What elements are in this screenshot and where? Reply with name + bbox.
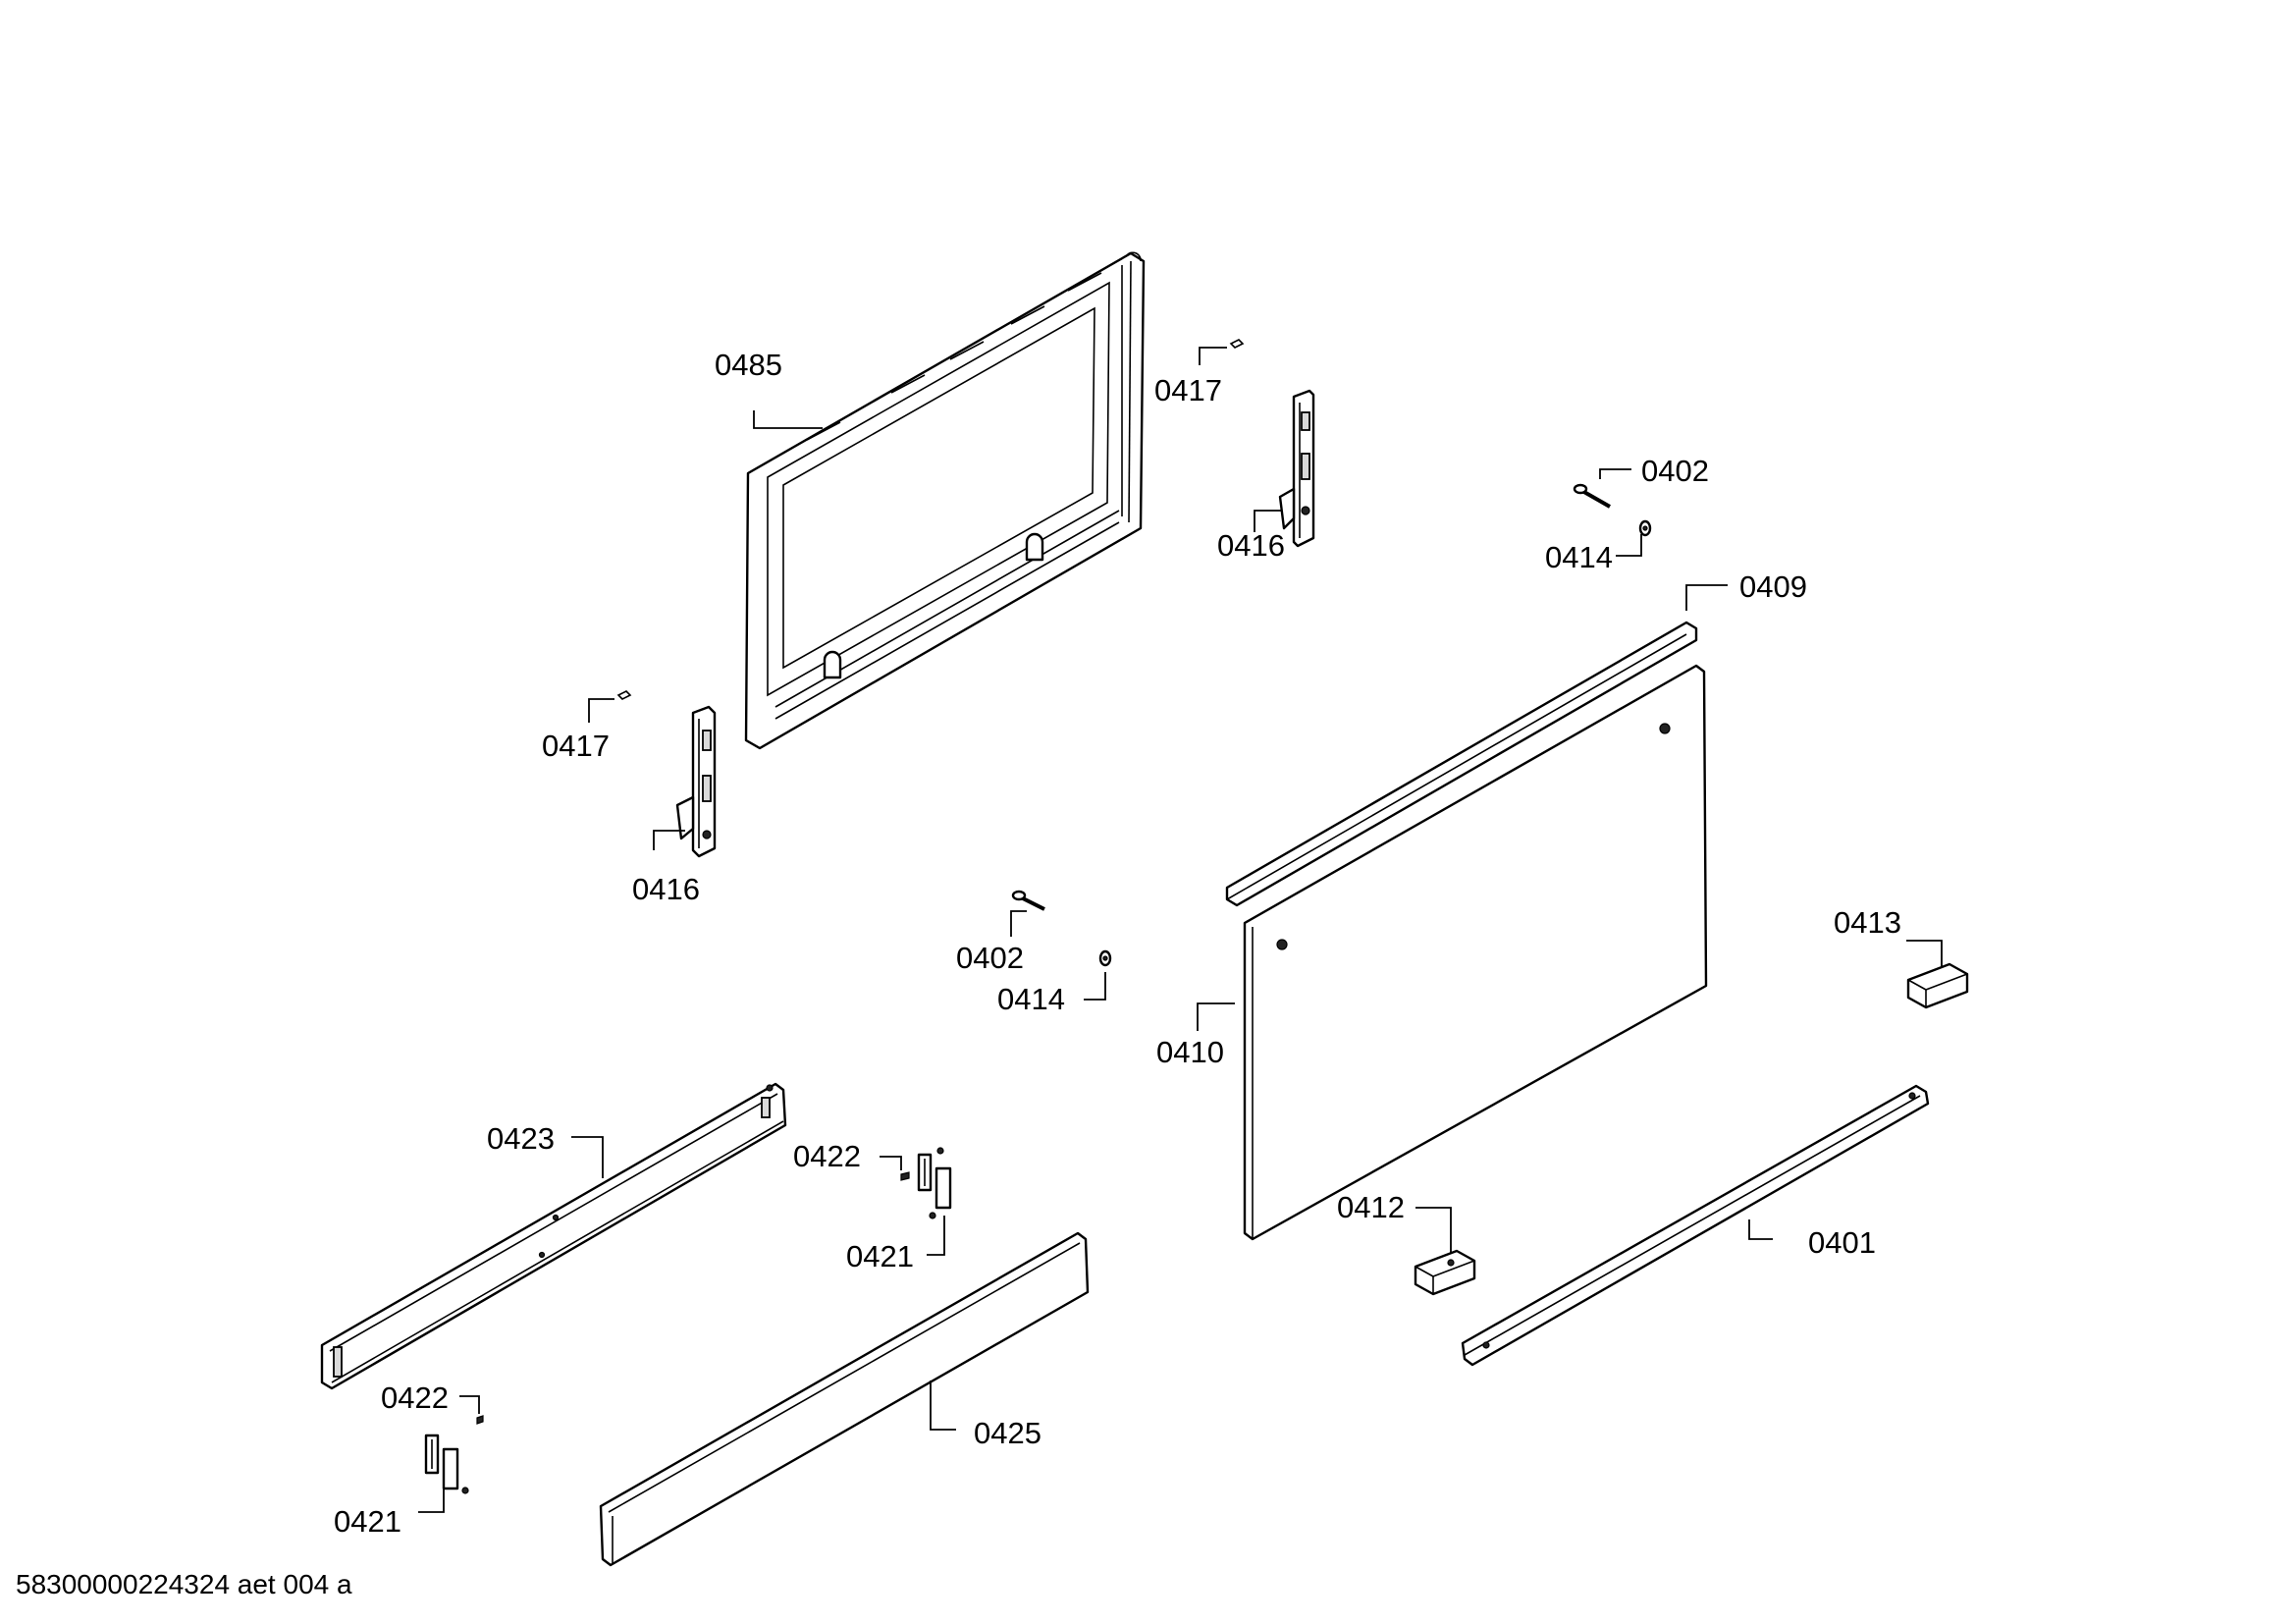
front-trim-part-0425 <box>599 1231 1090 1567</box>
hinge-part-top <box>1278 389 1315 548</box>
clip-part-0413 <box>1906 962 1969 1009</box>
hinge-part-left <box>675 705 717 858</box>
document-id-footer: 58300000224324 aet 004 a <box>16 1569 352 1599</box>
clip-part-0412 <box>1414 1249 1476 1296</box>
label-0413: 0413 <box>1834 905 1901 940</box>
seal-strip-part <box>1225 621 1698 907</box>
screw-part-0402-mid <box>1011 890 1045 911</box>
label-0423: 0423 <box>487 1121 555 1156</box>
rail-part-0401 <box>1461 1084 1930 1367</box>
label-0422-bottom: 0422 <box>381 1380 449 1415</box>
nut-part-0414-top <box>1638 519 1652 537</box>
nut-part-0414-mid <box>1098 949 1112 967</box>
label-0409: 0409 <box>1739 569 1807 604</box>
door-frame-part <box>744 251 1146 750</box>
label-0414-top: 0414 <box>1545 540 1613 574</box>
label-0402-top: 0402 <box>1641 454 1709 488</box>
screw-part-0422-top <box>900 1171 910 1181</box>
leader-lines <box>418 347 1943 1513</box>
label-0421-top: 0421 <box>846 1239 914 1273</box>
label-0417-left: 0417 <box>542 729 610 763</box>
label-0422-top: 0422 <box>793 1139 861 1173</box>
bracket-part-0421-top <box>917 1147 952 1219</box>
label-0414-mid: 0414 <box>997 982 1065 1016</box>
frame-bar-part-0423 <box>320 1082 787 1390</box>
bracket-part-0421-bottom <box>424 1434 469 1494</box>
label-0416-left: 0416 <box>632 872 700 906</box>
label-0402-mid: 0402 <box>956 941 1024 975</box>
label-0410: 0410 <box>1156 1035 1224 1069</box>
label-0412: 0412 <box>1337 1190 1405 1224</box>
label-0417-top: 0417 <box>1154 373 1222 407</box>
label-0416-top: 0416 <box>1217 528 1285 563</box>
screw-part-0422-bottom <box>476 1415 484 1425</box>
screw-part-0417-left <box>616 690 632 700</box>
glass-panel-part <box>1243 664 1708 1241</box>
part-labels: 0485 0417 0416 0402 0414 0409 0417 0416 … <box>334 348 1901 1539</box>
screw-part-0402-top <box>1573 483 1611 509</box>
label-0401: 0401 <box>1808 1225 1876 1260</box>
label-0485: 0485 <box>715 348 782 382</box>
label-0421-bottom: 0421 <box>334 1504 401 1539</box>
screw-part-0417-top <box>1229 339 1245 349</box>
label-0425: 0425 <box>974 1416 1041 1450</box>
